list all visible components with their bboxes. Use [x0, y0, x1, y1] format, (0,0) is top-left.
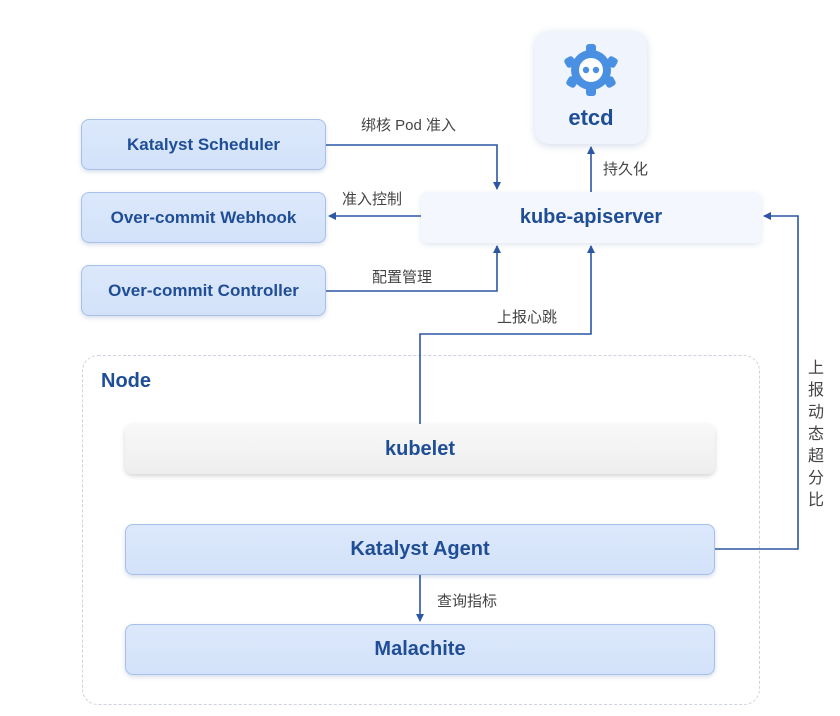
over-commit-webhook-box[interactable]: Over-commit Webhook [81, 192, 326, 243]
query-metrics-label: 查询指标 [437, 593, 498, 610]
node-title: Node [101, 370, 151, 392]
katalyst-scheduler-label: Katalyst Scheduler [126, 134, 281, 154]
bind-core-label: 绑核 Pod 准入 [361, 117, 457, 134]
katalyst-agent-box[interactable]: Katalyst Agent [125, 524, 715, 575]
kubelet-heartbeat-arrow [419, 245, 595, 424]
persist-label: 持久化 [603, 161, 649, 178]
over-commit-controller-label: Over-commit Controller [108, 280, 299, 300]
over-commit-webhook-label: Over-commit Webhook [110, 207, 297, 227]
node-region [82, 355, 760, 705]
scheduler-to-apiserver-arrow [326, 144, 501, 190]
kube-apiserver-label: kube-apiserver [519, 206, 663, 228]
admission-control-label: 准入控制 [342, 191, 403, 208]
over-commit-controller-box[interactable]: Over-commit Controller [81, 265, 326, 316]
malachite-label: Malachite [374, 638, 466, 660]
report-overcommit-label: 上报动态超分比 [807, 360, 824, 509]
config-management-label: 配置管理 [372, 269, 433, 286]
etcd-logo-icon [564, 44, 618, 96]
malachite-box[interactable]: Malachite [125, 624, 715, 675]
katalyst-agent-label: Katalyst Agent [350, 538, 490, 560]
katalyst-scheduler-box[interactable]: Katalyst Scheduler [81, 119, 326, 170]
controller-to-apiserver-arrow [326, 245, 501, 292]
kubelet-box[interactable]: kubelet [125, 424, 715, 474]
agent-report-arrow [715, 212, 799, 550]
etcd-label: etcd [568, 105, 614, 130]
etcd-card[interactable]: etcd [535, 31, 647, 144]
kube-apiserver-box[interactable]: kube-apiserver [421, 192, 761, 243]
kubelet-label: kubelet [384, 437, 456, 460]
heartbeat-label: 上报心跳 [497, 309, 558, 326]
